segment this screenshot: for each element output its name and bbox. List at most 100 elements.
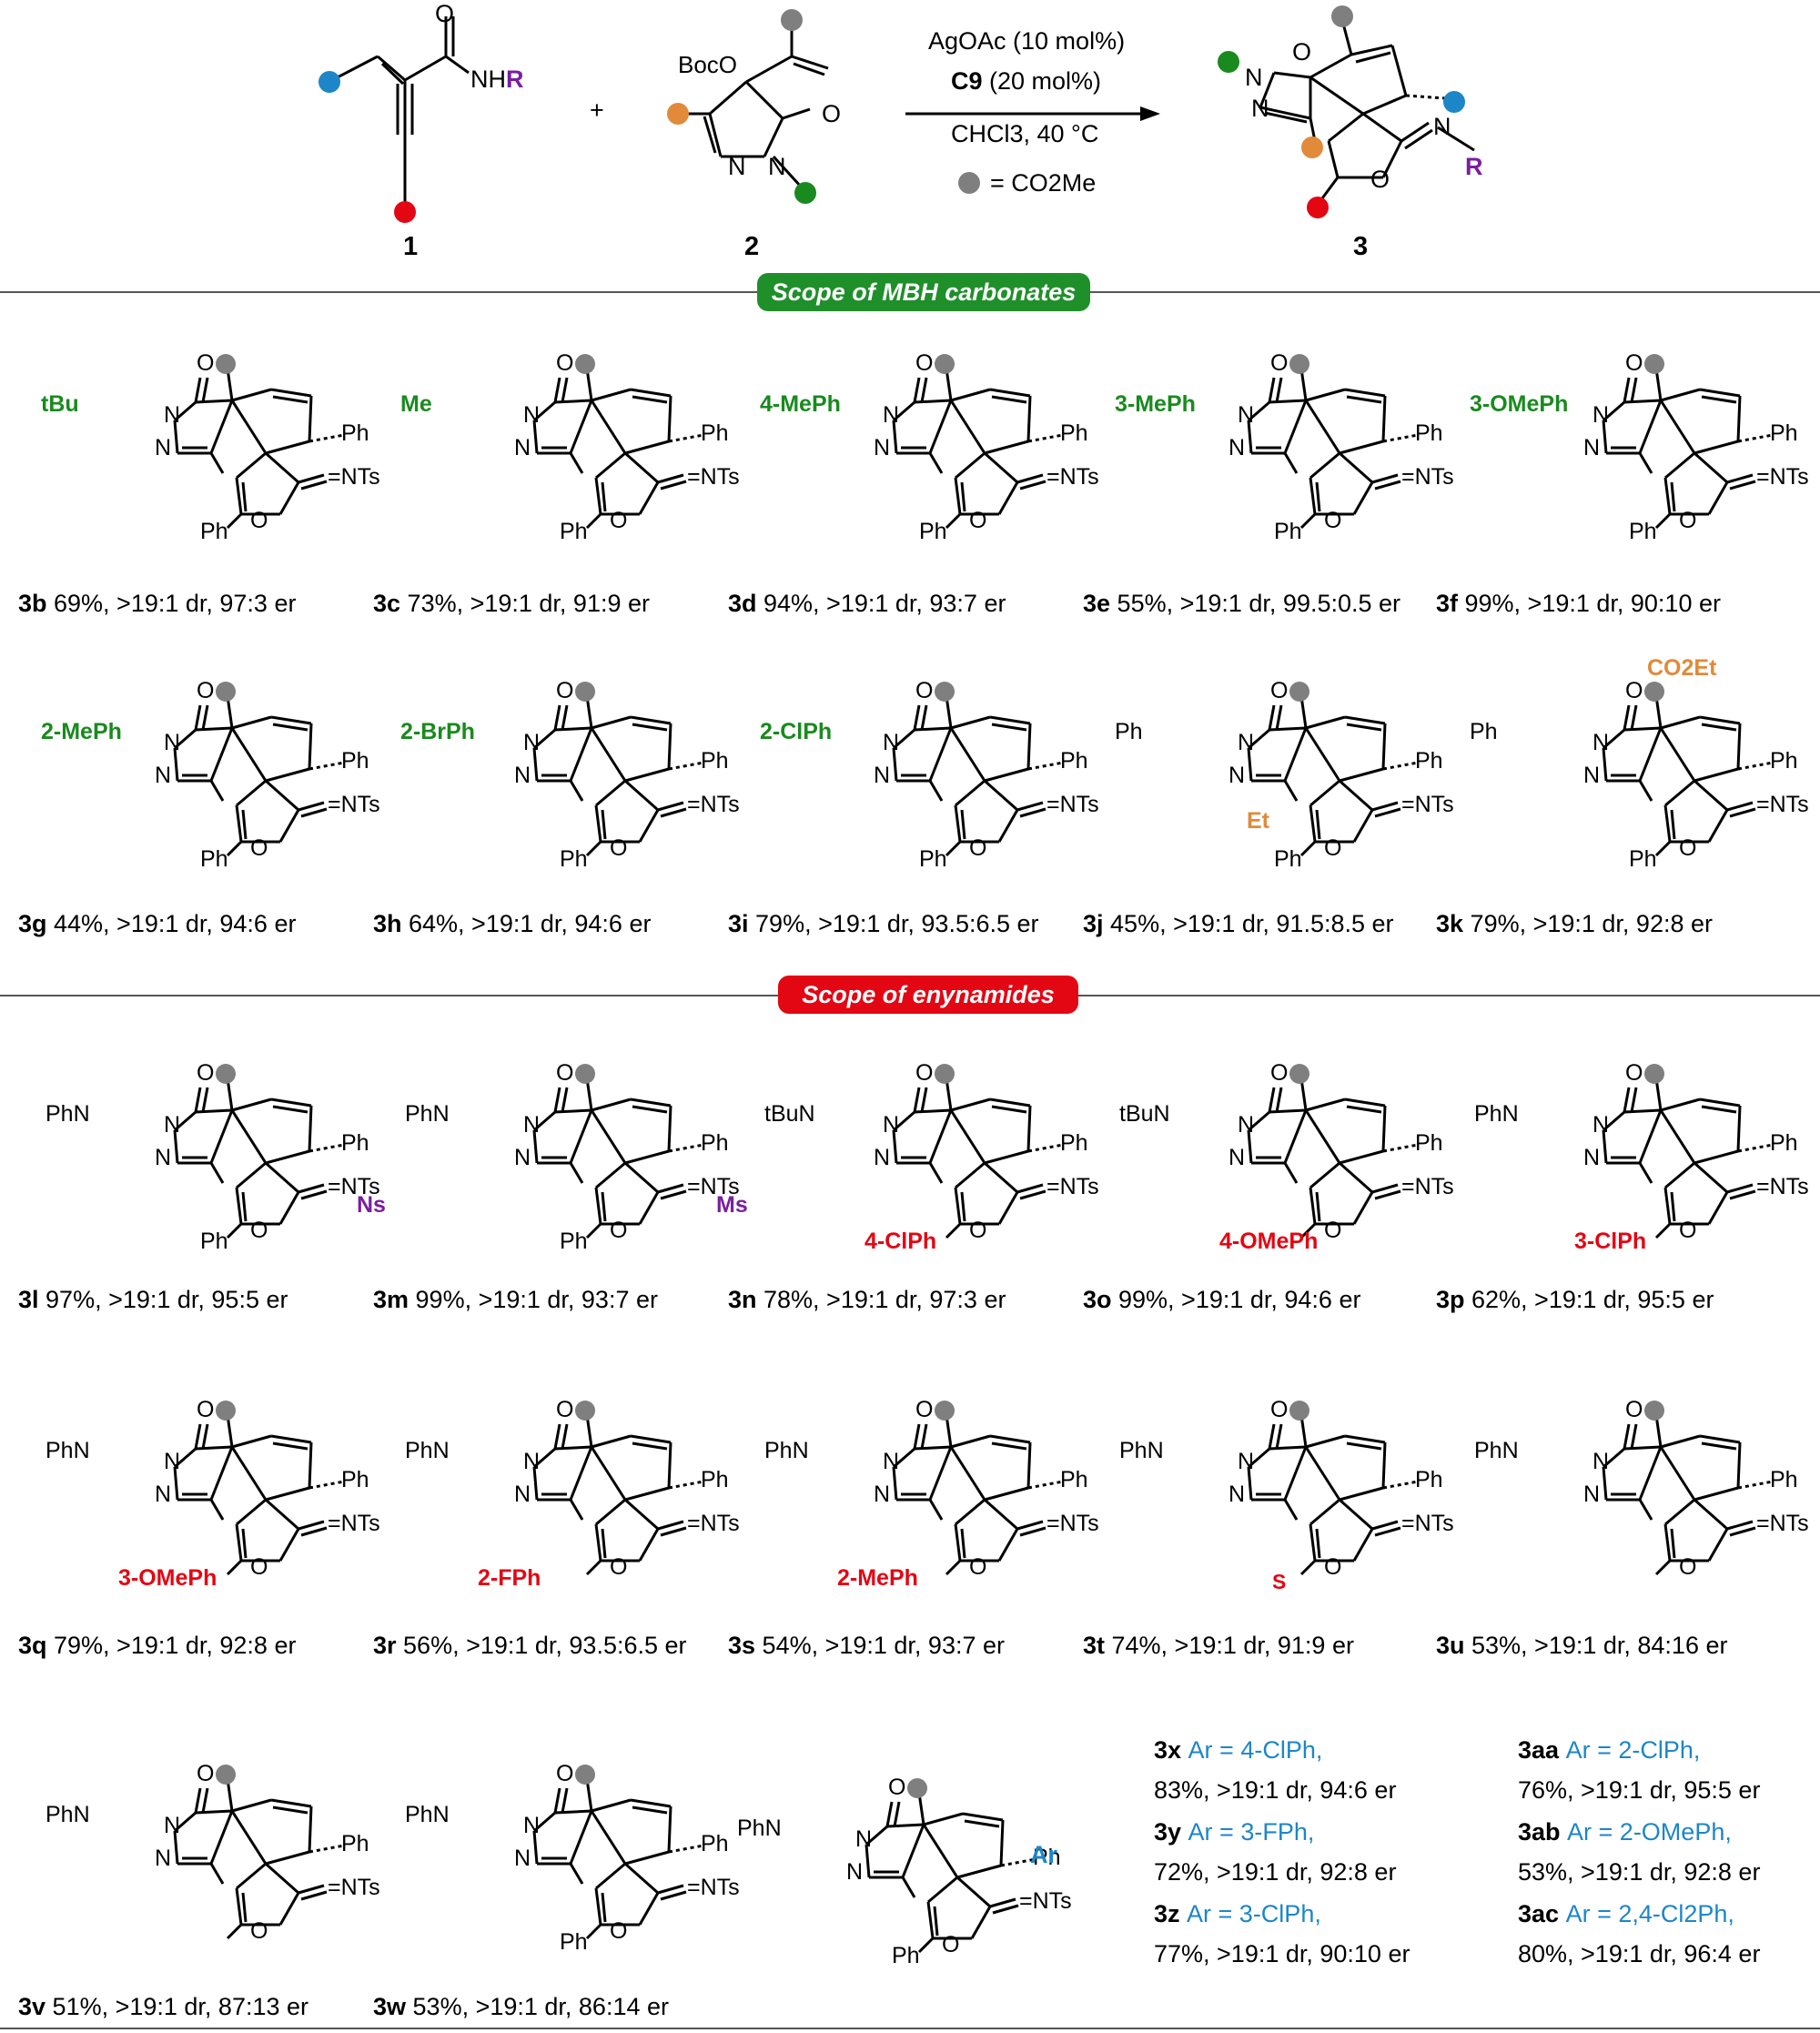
furan-o: O (969, 1218, 987, 1243)
r2-n1: N (728, 153, 746, 180)
compound-caption: 3o 99%, >19:1 dr, 94:6 er (1083, 1286, 1360, 1314)
carbonyl-o: O (915, 1397, 934, 1422)
compound-caption: 3s 54%, >19:1 dr, 93:7 er (728, 1632, 1005, 1660)
furan-o: O (610, 1554, 628, 1580)
co2me-dot (575, 354, 595, 374)
pyrazole-n1: N (164, 730, 181, 755)
catalyst-c9: C9 (951, 67, 983, 95)
n-substituent: PhN (405, 1802, 450, 1827)
banner-mbh-scope: Scope of MBH carbonates (757, 273, 1090, 311)
compound-result: 45%, >19:1 dr, 91.5:8.5 er (1103, 910, 1394, 937)
nts-group: =NTs (1756, 792, 1809, 817)
pyrazole-n1: N (883, 402, 900, 428)
r2-carbonyl-o: O (822, 100, 842, 127)
pyrazole-n2: N (514, 763, 531, 788)
co2me-dot (907, 1778, 927, 1798)
compound-id: 3d (728, 590, 757, 617)
reagent-line-1: AgOAc (10 mol%) (928, 27, 1126, 55)
nts-group: =NTs (687, 1875, 740, 1900)
furan-substituent: 4-OMePh (1219, 1229, 1319, 1254)
nts-group: =NTs (328, 792, 380, 817)
aryl-entry: 3aa Ar = 2-ClPh, (1518, 1729, 1700, 1771)
co2me-dot (1289, 682, 1309, 702)
n-substituent: PhN (46, 1438, 90, 1463)
reagent-line-2: C9 (20 mol%) (951, 67, 1101, 96)
furan-phenyl: Ph (892, 1943, 920, 1968)
phenyl-label: Ph (1770, 420, 1798, 446)
n-substituent: PhN (405, 1101, 450, 1127)
phenyl-label: Ph (1770, 748, 1798, 774)
pyrazole-n2: N (1228, 435, 1246, 460)
pyrazole-n2: N (874, 435, 891, 460)
furan-phenyl: Ph (200, 519, 228, 544)
aryl-compound-id: 3ab (1518, 1818, 1568, 1846)
carbonyl-o: O (197, 678, 215, 703)
reactant-1-label: 1 (403, 232, 419, 261)
aryl-compound-id: 3ac (1518, 1900, 1566, 1927)
compound-result: 99%, >19:1 dr, 93:7 er (409, 1286, 658, 1313)
nts-group: =NTs (328, 1875, 380, 1900)
nts-group: =NTs (687, 792, 740, 817)
co2me-dot (935, 354, 955, 374)
n-substituent: 4-MePh (760, 391, 841, 417)
furan-o: O (250, 835, 268, 861)
co2me-dot (1289, 354, 1309, 374)
legend-co2me: = CO2Me (990, 169, 1097, 197)
phenyl-label: Ph (1060, 1130, 1088, 1156)
aryl-result: 72%, >19:1 dr, 92:8 er (1154, 1858, 1397, 1886)
compound-id: 3g (18, 910, 47, 937)
furan-phenyl: Ph (560, 1929, 588, 1955)
r-group: R (506, 66, 524, 93)
co2me-dot (575, 682, 595, 702)
compound-result: 55%, >19:1 dr, 99.5:0.5 er (1110, 590, 1401, 617)
carbonyl-o: O (1270, 1060, 1289, 1086)
nts-group: =NTs (687, 1174, 740, 1199)
product-r: R (1465, 153, 1483, 180)
furan-o: O (1679, 835, 1697, 861)
skeleton-bonds (532, 682, 704, 857)
n-substituent: tBuN (764, 1101, 815, 1127)
n-substituent: PhN (405, 1438, 450, 1463)
compound-caption: 3d 94%, >19:1 dr, 93:7 er (728, 590, 1006, 618)
skeleton-bonds (173, 1064, 345, 1239)
compound-caption: 3r 56%, >19:1 dr, 93.5:6.5 er (373, 1632, 687, 1660)
n-substituent: Ph (1470, 719, 1498, 744)
n-substituent: 2-ClPh (760, 719, 833, 744)
co2me-dot (935, 1401, 955, 1421)
compound-result: 62%, >19:1 dr, 95:5 er (1464, 1286, 1714, 1313)
amide-nh-label: NHR (470, 66, 524, 94)
aryl-result: 77%, >19:1 dr, 90:10 er (1154, 1940, 1410, 1967)
compound-caption: 3l 97%, >19:1 dr, 95:5 er (18, 1286, 288, 1314)
nts-group: =NTs (1019, 1888, 1072, 1914)
compound-id: 3t (1083, 1632, 1106, 1659)
banner-enynamide-scope: Scope of enynamides (778, 976, 1078, 1014)
pyrazole-n1: N (883, 730, 900, 755)
carbonyl-o: O (556, 678, 574, 703)
pyrazole-n1: N (164, 402, 181, 428)
phenyl-label: Ph (1415, 1467, 1443, 1492)
carbonyl-o: O (197, 1761, 215, 1786)
furan-o: O (969, 508, 987, 533)
n-substituent: PhN (1474, 1438, 1519, 1463)
furan-phenyl: Ph (1274, 519, 1302, 544)
compound-caption: 3m 99%, >19:1 dr, 93:7 er (373, 1286, 658, 1314)
phenyl-label: Ph (341, 1467, 369, 1492)
compound-caption: 3e 55%, >19:1 dr, 99.5:0.5 er (1083, 590, 1400, 618)
furan-phenyl: Ph (560, 846, 588, 872)
skeleton-bonds (1602, 354, 1774, 530)
r2-n2: N (768, 153, 786, 180)
furan-substituent: 4-ClPh (864, 1229, 937, 1254)
aryl-entry: 3ac Ar = 2,4-Cl2Ph, (1518, 1893, 1734, 1935)
pyrazole-n1: N (855, 1826, 873, 1852)
pyrazole-n1: N (1592, 1112, 1610, 1138)
co2me-dot (216, 354, 236, 374)
furan-o: O (610, 1918, 628, 1944)
phenyl-label: Ph (1770, 1467, 1798, 1492)
phenyl-label: Ph (701, 1467, 729, 1492)
aryl-group: Ar = 2,4-Cl2Ph, (1565, 1900, 1734, 1927)
pyrazole-n1: N (164, 1112, 181, 1138)
n-substituent: PhN (737, 1816, 782, 1841)
furan-phenyl: Ph (560, 519, 588, 544)
carbonyl-o: O (556, 1060, 574, 1086)
phenyl-label: Ph (341, 748, 369, 774)
